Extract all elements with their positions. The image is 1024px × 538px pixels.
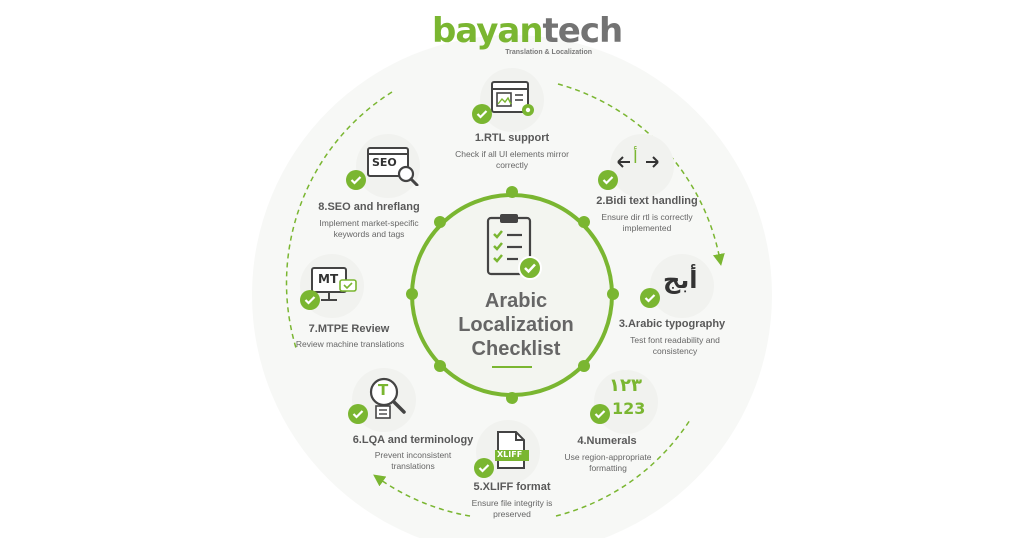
brand-name-part2: tech: [542, 11, 624, 51]
step-4-desc: Use region-appropriate formatting: [564, 452, 652, 473]
step-4-title: 4.Numerals: [577, 435, 637, 447]
step-5-check-icon: [474, 458, 494, 478]
step-1-check-icon: [472, 104, 492, 124]
seo-search-icon: [367, 147, 419, 186]
center-title: Arabic Localization Checklist: [441, 289, 591, 361]
center-title-line2: Localization: [458, 314, 574, 336]
mt-monitor-icon: [311, 267, 357, 301]
step-3-icon-bg: [650, 254, 714, 318]
step-7-check-icon: [300, 290, 320, 310]
step-1-title: 1.RTL support: [474, 132, 550, 144]
brand-name: bayantech: [432, 11, 623, 51]
step-2-title: 2.Bidi text handling: [596, 195, 698, 207]
dashed-arc-bottom-right: [555, 419, 691, 517]
step-2-check-icon: [598, 170, 618, 190]
step-3-desc: Test font readability and consistency: [630, 335, 720, 356]
ring-nodes: [406, 186, 619, 404]
step-5-desc: Ensure file integrity is preserved: [471, 498, 553, 519]
clipboard-checklist-icon: [486, 214, 542, 280]
center-underline: [492, 366, 532, 368]
brand-name-part1: bayan: [432, 11, 544, 51]
step-8-desc: Implement market-specific keywords and t…: [319, 218, 419, 239]
browser-settings-icon: [491, 81, 534, 116]
center-title-line3: Checklist: [471, 338, 561, 360]
dashed-arc-bottom: [373, 474, 471, 517]
step-7-desc: Review machine translations: [295, 339, 405, 349]
terminology-search-icon: [369, 377, 406, 419]
step-2-desc: Ensure dir rtl is correctly implemented: [601, 212, 693, 233]
latin-digits-icon: 123: [612, 399, 646, 418]
arabic-digits-icon: ١٢٣: [609, 375, 642, 396]
step-1-desc: Check if all UI elements mirror correctl…: [455, 149, 569, 170]
dashed-arc-right: [557, 83, 725, 266]
step-8-title: 8.SEO and hreflang: [318, 201, 420, 213]
step-7-title: 7.MTPE Review: [308, 323, 390, 335]
lqa-letter: T: [378, 381, 389, 399]
brand-tagline: Translation & Localization: [505, 49, 592, 56]
step-4-icon-bg: [594, 370, 658, 434]
step-3-title: 3.Arabic typography: [618, 318, 726, 330]
arabic-letters-icon: أبج: [663, 266, 698, 294]
step-6-check-icon: [348, 404, 368, 424]
xliff-file-icon: [495, 431, 529, 469]
step-4-check-icon: [590, 404, 610, 424]
seo-label: SEO: [372, 156, 397, 169]
step-6-desc: Prevent inconsistent translations: [374, 450, 452, 471]
step-8-check-icon: [346, 170, 366, 190]
center-title-line1: Arabic: [484, 290, 548, 312]
xliff-label: XLIFF: [497, 450, 523, 459]
step-5-title: 5.XLIFF format: [473, 481, 551, 493]
step-6-title: 6.LQA and terminology: [352, 434, 474, 446]
dashed-arc-left: [285, 91, 393, 349]
bidi-arrows-icon: [617, 156, 659, 168]
bidi-letter: أ: [633, 148, 638, 168]
step-3-check-icon: [640, 288, 660, 308]
mt-label: MT: [318, 272, 339, 286]
brand-logo: bayantech Translation & Localization: [432, 11, 623, 58]
